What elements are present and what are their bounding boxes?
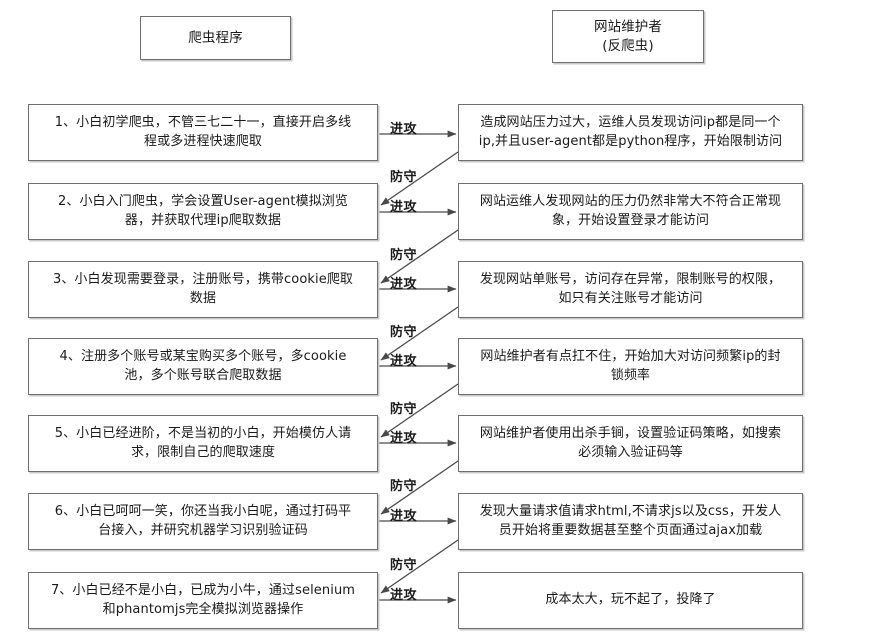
- right-node-6: 发现大量请求值请求html,不请求js以及css，开发人 员开始将重要数据甚至整…: [458, 493, 803, 550]
- defender-header-label: 网站维护者 (反爬虫): [594, 19, 662, 54]
- defend-label-2: 防守: [390, 248, 418, 263]
- left-node-3-text: 3、小白发现需要登录，注册账号，携带cookie爬取 数据: [52, 271, 354, 306]
- right-node-6-text: 发现大量请求值请求html,不请求js以及css，开发人 员开始将重要数据甚至整…: [479, 503, 782, 538]
- defend-label-3: 防守: [390, 325, 418, 340]
- left-node-2-text: 2、小白入门爬虫，学会设置User-agent模拟浏览 器，并获取代理ip爬取数…: [57, 193, 348, 228]
- defend-label-6: 防守: [390, 558, 418, 573]
- right-node-5: 网站维护者使用出杀手锏，设置验证码策略，如搜索 必须输入验证码等: [458, 415, 803, 472]
- defend-label-1: 防守: [390, 170, 418, 185]
- attack-label-5: 进攻: [390, 431, 418, 446]
- right-node-3-text: 发现网站单账号，访问存在异常，限制账号的权限， 如只有关注账号才能访问: [479, 271, 782, 306]
- right-node-2: 网站运维人发现网站的压力仍然非常大不符合正常现 象，开始设置登录才能访问: [458, 183, 803, 240]
- left-node-4: 4、注册多个账号或某宝购买多个账号，多cookie 池，多个账号联合爬取数据: [28, 338, 378, 395]
- left-node-1: 1、小白初学爬虫，不管三七二十一，直接开启多线 程或多进程快速爬取: [28, 104, 378, 161]
- attack-label-2: 进攻: [390, 200, 418, 215]
- left-node-5: 5、小白已经进阶，不是当初的小白，开始模仿人请 求，限制自己的爬取速度: [28, 415, 378, 472]
- left-node-4-text: 4、注册多个账号或某宝购买多个账号，多cookie 池，多个账号联合爬取数据: [59, 348, 347, 383]
- left-node-2: 2、小白入门爬虫，学会设置User-agent模拟浏览 器，并获取代理ip爬取数…: [28, 183, 378, 240]
- left-node-3: 3、小白发现需要登录，注册账号，携带cookie爬取 数据: [28, 261, 378, 318]
- attack-label-1: 进攻: [390, 122, 418, 137]
- crawler-header-box: 爬虫程序: [140, 16, 291, 60]
- right-node-7: 成本太大，玩不起了，投降了: [458, 572, 803, 629]
- attack-label-3: 进攻: [390, 277, 418, 292]
- defender-header-box: 网站维护者 (反爬虫): [552, 10, 704, 63]
- left-node-1-text: 1、小白初学爬虫，不管三七二十一，直接开启多线 程或多进程快速爬取: [54, 114, 352, 149]
- left-node-5-text: 5、小白已经进阶，不是当初的小白，开始模仿人请 求，限制自己的爬取速度: [54, 425, 352, 460]
- right-node-1: 造成网站压力过大，运维人员发现访问ip都是同一个 ip,并且user-agent…: [458, 104, 803, 161]
- attack-label-7: 进攻: [390, 588, 418, 603]
- right-node-5-text: 网站维护者使用出杀手锏，设置验证码策略，如搜索 必须输入验证码等: [479, 425, 782, 460]
- attack-label-6: 进攻: [390, 509, 418, 524]
- right-node-7-text: 成本太大，玩不起了，投降了: [545, 592, 716, 608]
- right-node-4: 网站维护者有点扛不住，开始加大对访问频繁ip的封 锁频率: [458, 338, 803, 395]
- defend-label-5: 防守: [390, 479, 418, 494]
- left-node-6-text: 6、小白已呵呵一笑，你还当我小白呢，通过打码平 台接入，并研究机器学习识别验证码: [54, 503, 352, 538]
- right-node-1-text: 造成网站压力过大，运维人员发现访问ip都是同一个 ip,并且user-agent…: [478, 114, 783, 149]
- attack-label-4: 进攻: [390, 354, 418, 369]
- defend-label-4: 防守: [390, 402, 418, 417]
- right-node-4-text: 网站维护者有点扛不住，开始加大对访问频繁ip的封 锁频率: [480, 348, 781, 383]
- right-node-3: 发现网站单账号，访问存在异常，限制账号的权限， 如只有关注账号才能访问: [458, 261, 803, 318]
- crawler-header-label: 爬虫程序: [188, 29, 243, 46]
- left-node-6: 6、小白已呵呵一笑，你还当我小白呢，通过打码平 台接入，并研究机器学习识别验证码: [28, 493, 378, 550]
- left-node-7: 7、小白已经不是小白，已成为小牛，通过selenium 和phantomjs完全…: [28, 572, 378, 629]
- right-node-2-text: 网站运维人发现网站的压力仍然非常大不符合正常现 象，开始设置登录才能访问: [479, 193, 782, 228]
- left-node-7-text: 7、小白已经不是小白，已成为小牛，通过selenium 和phantomjs完全…: [50, 582, 356, 617]
